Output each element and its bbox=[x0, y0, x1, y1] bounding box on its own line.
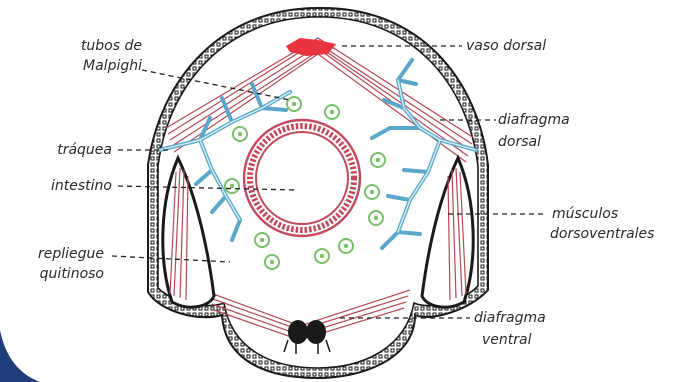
label-diafragma-dorsal-line1: diafragma bbox=[498, 112, 570, 128]
label-diafragma-ventral-line2: ventral bbox=[482, 332, 532, 348]
label-traquea: tráquea bbox=[57, 142, 112, 158]
label-tubos-line2: Malpighi bbox=[83, 58, 142, 74]
label-repliegue-line2: quitinoso bbox=[40, 266, 104, 282]
intestine bbox=[244, 120, 360, 236]
label-vaso-dorsal: vaso dorsal bbox=[466, 38, 546, 54]
label-musculos-line2: dorsoventrales bbox=[550, 226, 654, 242]
label-diafragma-ventral-line1: diafragma bbox=[474, 310, 546, 326]
label-diafragma-dorsal-line2: dorsal bbox=[498, 134, 541, 150]
label-intestino: intestino bbox=[51, 178, 112, 194]
corner-accent bbox=[0, 330, 40, 382]
label-musculos-line1: músculos bbox=[552, 206, 618, 222]
label-tubos-line1: tubos de bbox=[81, 38, 142, 54]
label-repliegue-line1: repliegue bbox=[38, 246, 104, 262]
